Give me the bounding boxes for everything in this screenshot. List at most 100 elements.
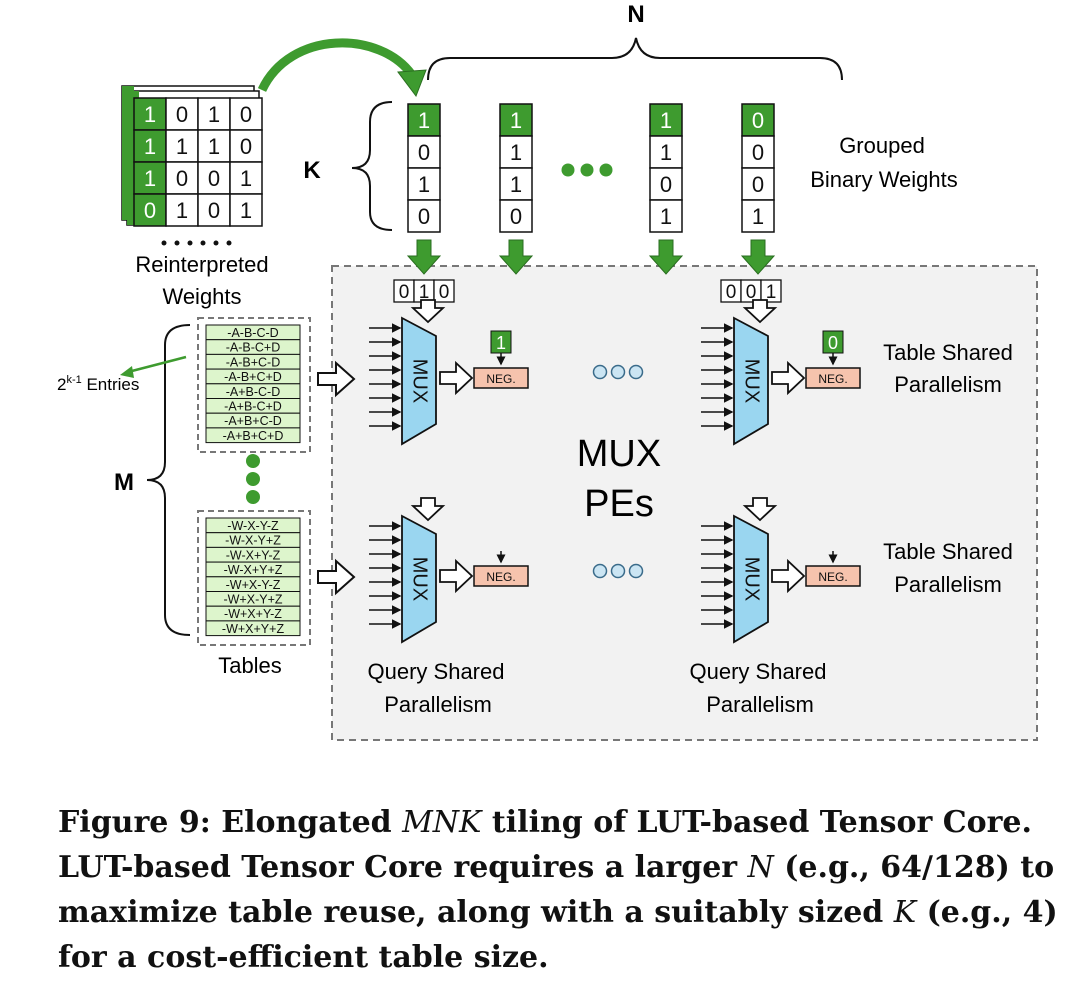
weight-bit-cell [407,135,441,169]
mux-block [401,316,437,446]
select-input-arrow [410,497,446,522]
table-entry-text: -W+X-Y+Z [223,593,282,607]
caption-line-1: Figure 9: Elongated MNK tiling of LUT-ba… [58,805,1032,840]
query-shared-label-1-line1: Query Shared [368,659,505,684]
matrix-cell [133,97,167,131]
mux-output-arrow [439,558,474,594]
table-entry-text: -A-B-C-D [227,326,278,340]
weight-bit-value: 1 [510,172,522,197]
lookup-table-top: -A-B-C-D-A-B-C+D-A-B+C-D-A-B+C+D-A+B-C-D… [205,324,301,444]
table-entry-text: -W-X+Y-Z [226,548,281,562]
mux-label: MUX [741,557,763,601]
weight-bit-value: 0 [752,140,764,165]
matrix-cell [229,97,263,131]
matrix-cell [197,193,231,227]
table-entry-text: -W-X-Y-Z [227,519,279,533]
selector-bit-value: 0 [746,282,757,303]
matrix-cell-value: 0 [240,102,252,127]
selector-bit-value: 0 [399,282,410,303]
neg-label: NEG. [486,372,515,386]
tables-ellipsis-dots [246,454,260,504]
selector-bit-value: 0 [439,282,450,303]
weight-bit-cell [499,167,533,201]
mux-pe-unit: MUX NEG. 1 [369,299,529,446]
matrix-cell [229,193,263,227]
table-top-frame [197,317,311,453]
caption-line-2: LUT-based Tensor Core requires a larger … [58,850,1055,885]
mux-label: MUX [741,359,763,403]
table-entry-text: -W+X+Y+Z [222,622,285,636]
curved-transfer-arrow [257,38,416,93]
table-entry-text: -A+B-C+D [224,400,282,414]
lookup-table-bottom: -W-X-Y-Z-W-X-Y+Z-W-X+Y-Z-W-X+Y+Z-W+X-Y-Z… [205,517,301,637]
figure-caption: Figure 9: Elongated MNK tiling of LUT-ba… [58,800,1058,980]
grouped-label-line1: Grouped [839,133,925,158]
table-bottom-frame [197,510,311,646]
weight-bit-value: 0 [418,140,430,165]
matrix-cell-value: 1 [176,134,188,159]
weight-bit-cell [407,199,441,233]
columns-ellipsis-dots [561,163,613,177]
weight-bit-value: 0 [510,204,522,229]
mux-output-arrow [771,558,806,594]
table-entry-text: -A-B-C+D [226,341,281,355]
neg-label: NEG. [486,570,515,584]
weight-bit-value: 0 [660,172,672,197]
matrix-cell-value: 1 [240,198,252,223]
sign-bit-value: 1 [496,333,506,353]
m-brace [146,324,191,636]
matrix-cell-value: 1 [240,166,252,191]
n-brace [427,37,843,81]
mux-pes-panel [331,265,1038,741]
weight-bit-value: 0 [418,204,430,229]
matrix-cell [229,129,263,163]
matrix-cell-value: 1 [208,102,220,127]
weight-bit-cell [649,199,683,233]
selector-bit-value: 1 [766,282,777,303]
sign-bit-value: 0 [828,333,838,353]
selector-bit-cell [760,279,782,303]
matrix-cell [229,161,263,195]
weight-bit-cell [649,167,683,201]
k-label: K [303,157,321,184]
query-shared-label-2-line1: Query Shared [690,659,827,684]
query-shared-label-2-line2: Parallelism [706,692,814,717]
mux-block [401,514,437,644]
weight-bit-value: 1 [752,204,764,229]
matrix-cell-value: 1 [208,134,220,159]
table-shared-label-1-line2: Parallelism [894,372,1002,397]
weight-bit-value: 1 [660,204,672,229]
weight-bit-cell [499,103,533,137]
table-entry-text: -W-X-Y+Z [225,534,281,548]
table-entry [205,427,301,444]
matrix-cell-value: 0 [176,102,188,127]
mux-block [733,514,769,644]
weight-bit-cell [499,199,533,233]
column-down-arrows [406,239,776,275]
m-label: M [114,469,134,496]
table-entry [205,620,301,637]
table-entry-text: -W+X-Y-Z [226,578,281,592]
mux-pes-title-line1: MUX [577,433,661,475]
weight-bit-value: 1 [510,140,522,165]
caption-line-3: maximize table reuse, along with a suita… [58,895,1058,930]
table-entry-text: -A-B+C-D [226,355,281,369]
k-brace [351,101,393,231]
pe-row2-dots [592,563,644,579]
table-entry-text: -W-X+Y+Z [224,563,283,577]
neg-block [805,367,861,389]
mux-label: MUX [409,359,431,403]
mux-block [733,316,769,446]
matrix-cell-value: 0 [208,166,220,191]
table-bottom-output-arrow [317,558,356,596]
neg-block [473,565,529,587]
reinterp-label-line1: Reinterpreted [135,252,268,277]
neg-block [805,565,861,587]
matrix-cell [165,193,199,227]
